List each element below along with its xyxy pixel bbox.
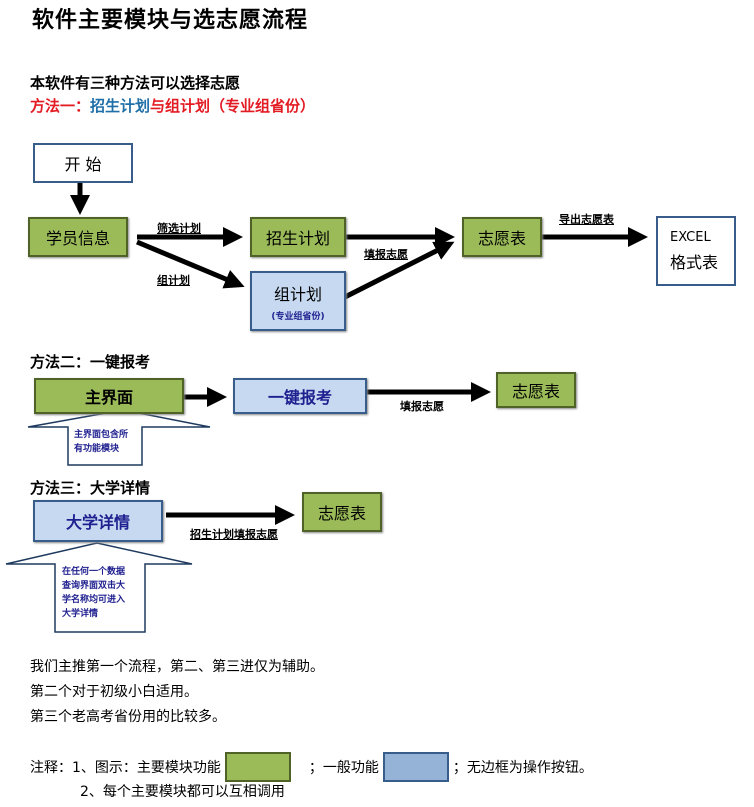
- callout-line: 查询界面双击大: [62, 581, 126, 591]
- callout-arrow-method3: [5, 542, 193, 633]
- legend-general-swatch: [382, 752, 449, 782]
- node-one-click[interactable]: 一键报考: [233, 378, 367, 414]
- method1-heading-blue: 招生计划: [90, 97, 151, 115]
- edge-label-fill-volunteer-2: 填报志愿: [400, 400, 444, 413]
- node-excel-line2: 格式表: [670, 252, 719, 272]
- edge-label-filter-plan: 筛选计划: [157, 222, 201, 235]
- callout-line: 学名称均可进入: [62, 595, 126, 605]
- method1-heading-suffix: 与组计划（专业组省份）: [150, 97, 316, 115]
- node-group-plan-sub: (专业组省份): [271, 311, 325, 322]
- node-group-plan-label: 组计划: [273, 284, 322, 304]
- legend-middle: ；一般功能: [308, 760, 379, 776]
- legend-prefix: 注释：1、图示：主要模块功能: [30, 760, 221, 776]
- node-excel: EXCEL 格式表: [656, 216, 736, 286]
- node-student-info[interactable]: 学员信息: [28, 217, 128, 257]
- node-main-ui[interactable]: 主界面: [34, 378, 184, 414]
- arrow-student-to-group: [136, 239, 245, 289]
- legend-row: 注释：1、图示：主要模块功能 ；一般功能 ；无边框为操作按钮。: [30, 752, 593, 782]
- method3-heading: 方法三：大学详情: [30, 479, 151, 497]
- edge-label-export-table: 导出志愿表: [559, 213, 614, 226]
- method2-heading: 方法二：一键报考: [30, 353, 151, 371]
- node-univ-detail[interactable]: 大学详情: [33, 500, 163, 542]
- callout-line: 大学详情: [62, 609, 99, 619]
- arrow-group-to-volunteer: [343, 241, 455, 300]
- node-enroll-plan[interactable]: 招生计划: [250, 217, 346, 257]
- edge-label-group-plan: 组计划: [157, 274, 190, 287]
- legend-line-2: 2、每个主要模块都可以互相调用: [80, 784, 285, 800]
- node-volunteer-table[interactable]: 志愿表: [462, 217, 542, 257]
- edge-label-fill-volunteer: 填报志愿: [364, 248, 408, 261]
- callout-method3: 在任何一个数据 查询界面双击大 学名称均可进入 大学详情: [62, 565, 125, 621]
- callout-line: 有功能模块: [74, 444, 120, 454]
- intro-heading: 本软件有三种方法可以选择志愿: [30, 74, 241, 92]
- summary-line-3: 第三个老高考省份用的比较多。: [30, 709, 226, 725]
- callout-line: 主界面包含所: [74, 430, 129, 440]
- node-group-plan[interactable]: 组计划 (专业组省份): [250, 271, 346, 331]
- method1-heading: 方法一：招生计划与组计划（专业组省份）: [30, 95, 315, 116]
- node-excel-line1: EXCEL: [670, 229, 711, 245]
- summary-line-2: 第二个对于初级小白适用。: [30, 684, 198, 700]
- node-volunteer-table-2[interactable]: 志愿表: [496, 372, 576, 408]
- legend-main-swatch: [224, 752, 291, 782]
- callout-method2: 主界面包含所 有功能模块: [74, 428, 128, 456]
- legend-suffix: ；无边框为操作按钮。: [452, 760, 593, 776]
- callout-arrow-method2: [27, 409, 211, 466]
- node-start: 开 始: [33, 143, 133, 183]
- page-title: 软件主要模块与选志愿流程: [32, 7, 309, 33]
- edge-label-enroll-fill: 招生计划填报志愿: [190, 528, 278, 541]
- node-volunteer-table-3[interactable]: 志愿表: [302, 492, 382, 532]
- method1-heading-prefix: 方法一：: [30, 97, 91, 115]
- callout-line: 在任何一个数据: [62, 567, 126, 577]
- summary-line-1: 我们主推第一个流程，第二、第三进仅为辅助。: [30, 659, 324, 675]
